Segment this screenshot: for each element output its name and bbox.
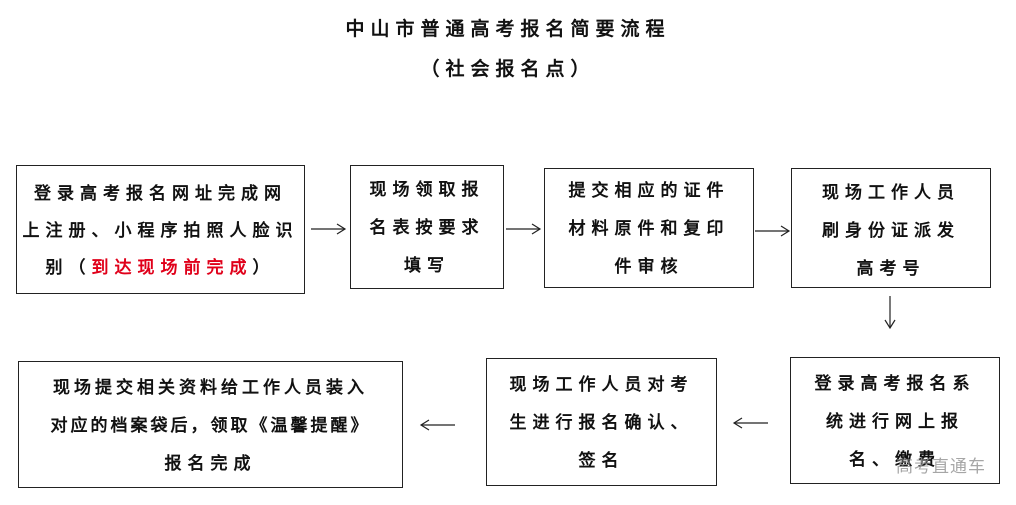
step-1-highlight: 到达现场前完成 (91, 258, 253, 278)
step-3-line-2: 材料原件和复印 (568, 219, 730, 239)
step-5-line-1: 登录高考报名系 (814, 374, 976, 394)
step-1-line-3-suffix: ） (252, 258, 276, 278)
step-7-line-3: 报名完成 (164, 454, 257, 474)
step-4-box: 现场工作人员 刷身份证派发 高考号 (791, 168, 991, 288)
page-subtitle: （社会报名点） (420, 58, 596, 80)
step-1-line-3: 别（到达现场前完成） (17, 249, 304, 288)
step-4-line-3: 高考号 (856, 259, 926, 279)
arrow-left-1 (732, 417, 768, 429)
step-1-line-3-prefix: 别（ (45, 258, 92, 278)
arrow-down (884, 296, 896, 330)
arrow-right-2 (506, 223, 542, 235)
step-7-box: 现场提交相关资料给工作人员装入 对应的档案袋后，领取《温馨提醒》 报名完成 (18, 361, 403, 488)
step-6-line-2: 生进行报名确认、 (509, 413, 694, 433)
arrow-right-3 (755, 225, 791, 237)
step-7-line-2: 对应的档案袋后，领取《温馨提醒》 (50, 416, 371, 436)
step-2-line-2: 名表按要求 (369, 218, 485, 238)
step-5-line-3: 名、缴费 (849, 450, 941, 470)
step-6-line-3: 签名 (578, 451, 625, 471)
step-3-box: 提交相应的证件 材料原件和复印 件审核 (544, 168, 754, 288)
step-4-line-2: 刷身份证派发 (822, 221, 960, 241)
step-3-line-1: 提交相应的证件 (568, 181, 730, 201)
step-2-line-3: 填写 (404, 256, 450, 276)
step-3-line-3: 件审核 (614, 257, 684, 277)
watermark: 高考直通车 (896, 457, 986, 477)
arrow-left-2 (419, 419, 455, 431)
step-6-box: 现场工作人员对考 生进行报名确认、 签名 (486, 358, 717, 486)
step-1-box: 登录高考报名网址完成网 上注册、小程序拍照人脸识 别（到达现场前完成） (16, 165, 305, 294)
step-5-line-2: 统进行网上报 (826, 412, 964, 432)
step-5-box: 登录高考报名系 统进行网上报 名、缴费 (790, 357, 1000, 484)
step-7-line-1: 现场提交相关资料给工作人员装入 (53, 378, 368, 398)
page-title: 中山市普通高考报名简要流程 (345, 18, 671, 40)
step-2-box: 现场领取报 名表按要求 填写 (350, 165, 504, 289)
step-6-line-1: 现场工作人员对考 (509, 375, 694, 395)
step-2-line-1: 现场领取报 (369, 180, 485, 200)
step-1-line-2: 上注册、小程序拍照人脸识 (22, 221, 299, 241)
arrow-right-1 (311, 223, 347, 235)
step-1-line-1: 登录高考报名网址完成网 (34, 184, 287, 204)
step-4-line-1: 现场工作人员 (822, 183, 960, 203)
